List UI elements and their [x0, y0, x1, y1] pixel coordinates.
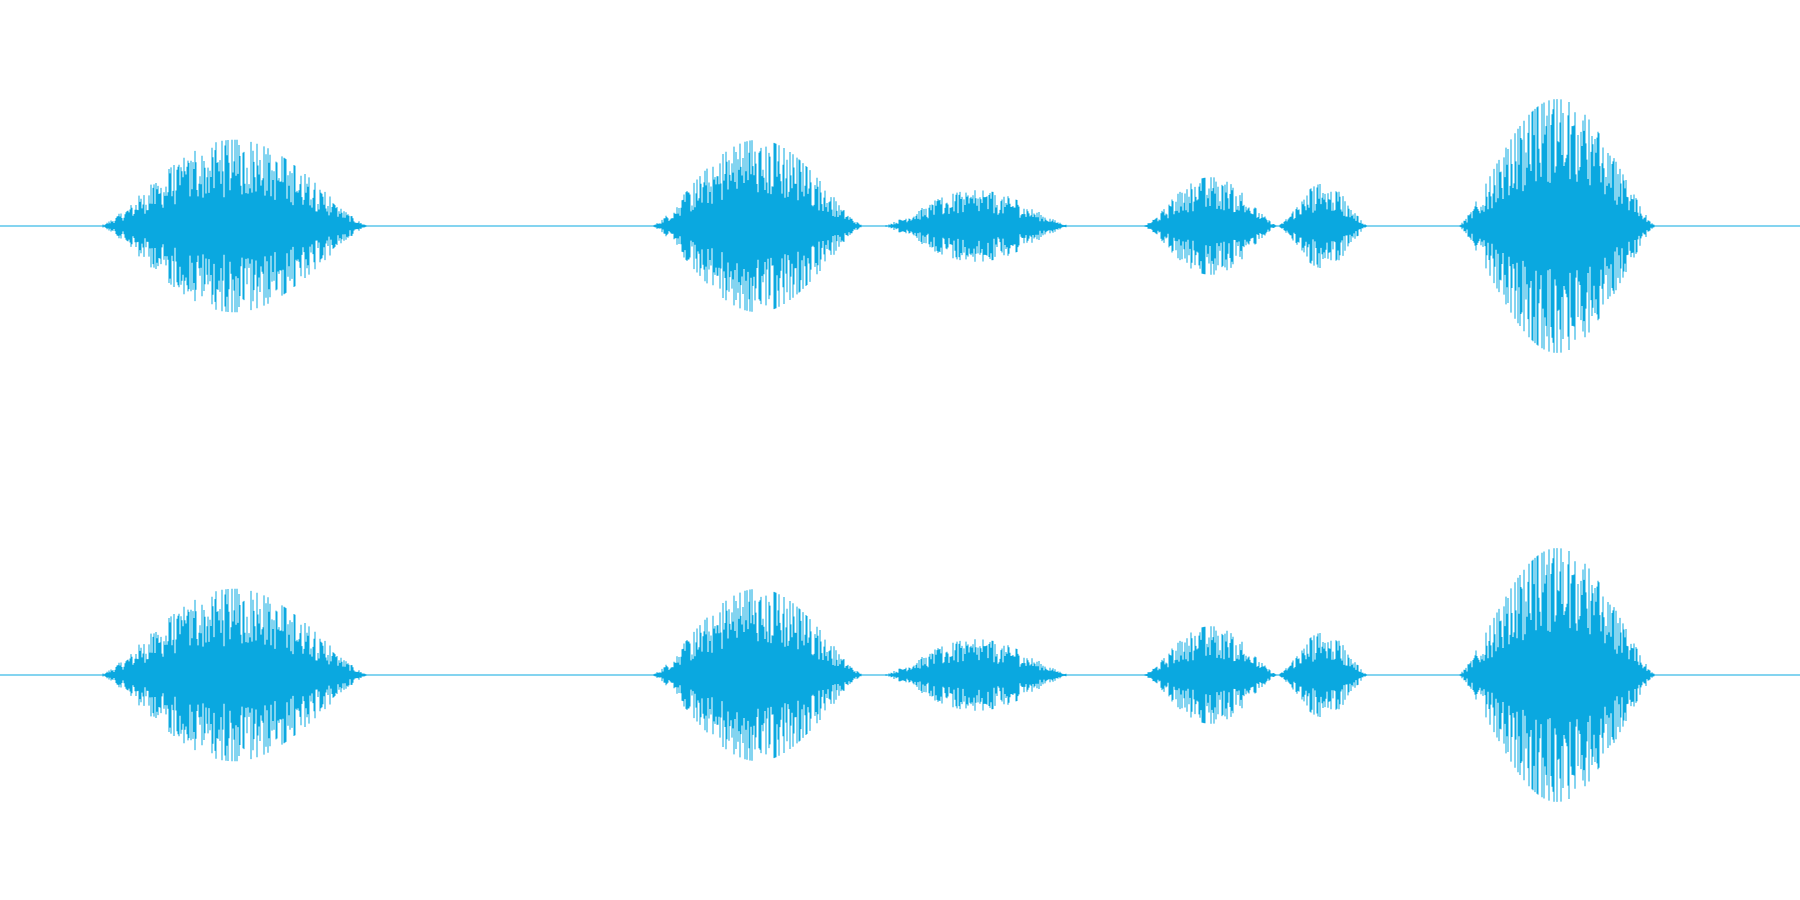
- waveform-channel-2: [0, 548, 1800, 802]
- waveform-samples: [0, 99, 1800, 353]
- waveform-channel-1: [0, 99, 1800, 353]
- waveform-samples: [0, 548, 1800, 802]
